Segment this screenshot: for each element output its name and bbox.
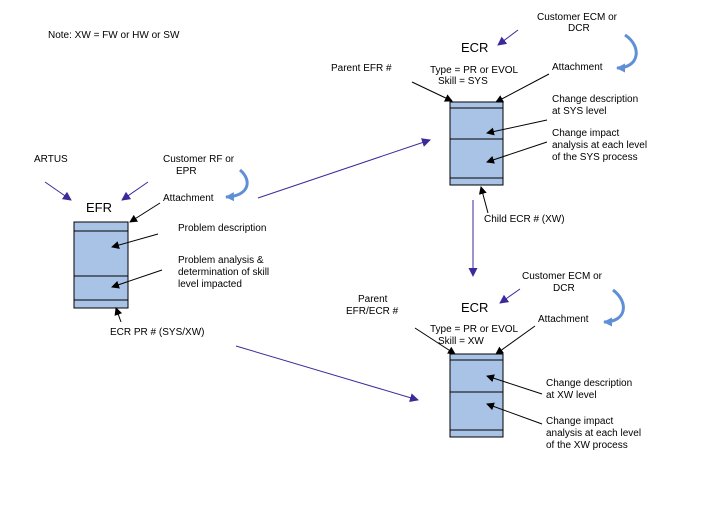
efr-attachment-arrow bbox=[129, 202, 161, 223]
efr-attachment-label: Attachment bbox=[163, 193, 214, 204]
efr-source-customer-1: Customer RF or bbox=[163, 154, 235, 165]
ecr-xw-skill-label: Skill = XW bbox=[438, 336, 484, 347]
efr-problem-analysis-2: determination of skill bbox=[178, 267, 269, 278]
ecr-xw-change-description-2: at XW level bbox=[546, 390, 597, 401]
ecr-xw-curl-arrow bbox=[603, 288, 625, 327]
efr-problem-analysis-3: level impacted bbox=[178, 279, 242, 290]
ecr-xw-attachment-label: Attachment bbox=[538, 314, 589, 325]
ecr-sys-change-description-1: Change description bbox=[552, 94, 638, 105]
efr-to-ecr-sys-connector bbox=[257, 138, 431, 199]
ecr-sys-skill-label: Skill = SYS bbox=[438, 76, 488, 87]
ecr-xw-source-2: DCR bbox=[553, 283, 575, 294]
efr-artus-arrow bbox=[44, 181, 72, 201]
efr-problem-analysis-1: Problem analysis & bbox=[178, 255, 264, 266]
ecr-xw-change-impact-1: Change impact bbox=[546, 416, 613, 427]
efr-source-artus: ARTUS bbox=[34, 154, 68, 165]
ecr-xw-type-label: Type = PR or EVOL bbox=[430, 324, 519, 335]
ecr-sys-change-impact-3: of the SYS process bbox=[552, 152, 638, 163]
ecr-sys-change-impact-1: Change impact bbox=[552, 128, 619, 139]
ecr-xw-change-description-arrow bbox=[486, 374, 543, 395]
ecr-xw-source-1: Customer ECM or bbox=[522, 271, 603, 282]
ecr-sys-source-2: DCR bbox=[568, 23, 590, 34]
ecr-xw-parent-arrow bbox=[414, 327, 456, 355]
ecr-xw-change-impact-2: analysis at each level bbox=[546, 428, 641, 439]
efr-box bbox=[73, 221, 129, 309]
efr-ecr-pr-arrow bbox=[114, 307, 123, 323]
ecr-sys-title: ECR bbox=[461, 40, 488, 55]
efr-customer-arrow bbox=[121, 181, 149, 201]
ecr-xw-box bbox=[449, 353, 504, 438]
ecr-sys-customer-arrow bbox=[497, 29, 519, 46]
efr-problem-description: Problem description bbox=[178, 223, 266, 234]
ecr-sys-source-1: Customer ECM or bbox=[537, 12, 618, 23]
efr-problem-analysis-arrow bbox=[111, 269, 163, 289]
ecr-sys-change-description-2: at SYS level bbox=[552, 106, 606, 117]
ecr-xw-parent-2: EFR/ECR # bbox=[346, 306, 399, 317]
ecr-sys-change-impact-arrow bbox=[486, 141, 548, 164]
ecr-sys-parent-arrow bbox=[411, 81, 453, 102]
ecr-sys-child-label: Child ECR # (XW) bbox=[484, 214, 565, 225]
efr-title: EFR bbox=[86, 200, 112, 215]
efr-problem-description-arrow bbox=[111, 233, 159, 249]
ecr-sys-curl-arrow bbox=[616, 33, 638, 73]
ecr-sys-attachment-label: Attachment bbox=[552, 62, 603, 73]
ecr-xw-change-description-1: Change description bbox=[546, 378, 632, 389]
ecr-sys-child-arrow bbox=[478, 186, 489, 214]
efr-curl-arrow bbox=[225, 168, 249, 202]
note-text: Note: XW = FW or HW or SW bbox=[48, 30, 180, 41]
ecr-xw-customer-arrow bbox=[499, 288, 521, 304]
efr-to-ecr-xw-connector bbox=[235, 345, 419, 403]
ecr-sys-change-description-arrow bbox=[486, 119, 548, 136]
ecr-xw-title: ECR bbox=[461, 300, 488, 315]
ecr-xw-parent-1: Parent bbox=[358, 294, 388, 305]
ecr-sys-box bbox=[449, 101, 504, 186]
ecr-sys-change-impact-2: analysis at each level bbox=[552, 140, 647, 151]
ecr-sys-attachment-arrow bbox=[495, 73, 550, 103]
efr-source-customer-2: EPR bbox=[176, 166, 197, 177]
ecr-xw-change-impact-arrow bbox=[486, 402, 543, 425]
ecr-sys-parent-label: Parent EFR # bbox=[331, 63, 392, 74]
ecr-xw-attachment-arrow bbox=[495, 325, 536, 355]
ecr-sys-type-label: Type = PR or EVOL bbox=[430, 65, 519, 76]
ecr-xw-change-impact-3: of the XW process bbox=[546, 440, 628, 451]
efr-ecr-pr-label: ECR PR # (SYS/XW) bbox=[110, 327, 204, 338]
